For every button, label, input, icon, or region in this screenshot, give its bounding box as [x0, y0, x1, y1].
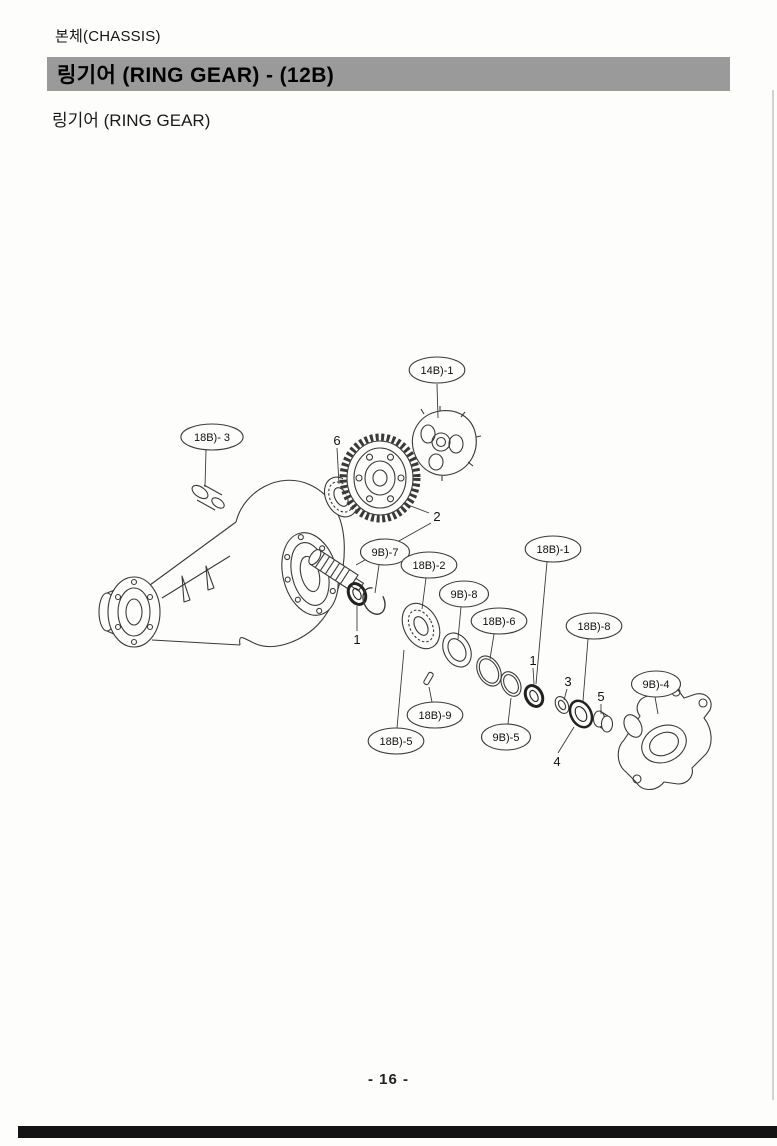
callout-label: 9B)-4 — [643, 679, 670, 691]
callout-layer: 14B)-1 18B)- 3 6 2 9B)-7 18B)-2 9B)-8 18B)-1 18B… — [180, 356, 682, 769]
callout-c18b2: 18B)-2 — [400, 551, 458, 610]
spacer-5 — [592, 710, 614, 733]
callout-label: 18B)-1 — [536, 544, 569, 556]
callout-circle — [367, 727, 425, 755]
splined-hub-18b2 — [401, 602, 441, 650]
callout-label: 18B)-8 — [577, 621, 610, 633]
callout-c9b4: 9B)-4 — [630, 670, 682, 715]
footer-rule — [18, 1126, 777, 1138]
callout-c6: 6 — [333, 433, 341, 485]
callout-label: 1 — [529, 653, 536, 668]
callout-label: 18B)-2 — [412, 560, 445, 572]
carrier-bracket — [617, 685, 712, 791]
callout-circle — [470, 607, 528, 635]
callout-c18b5: 18B)-5 — [367, 649, 425, 755]
ring-gear — [339, 433, 421, 523]
callout-circle — [400, 551, 458, 579]
callout-circle — [480, 723, 532, 751]
callout-circle — [359, 538, 411, 566]
callout-label: 14B)-1 — [420, 365, 453, 377]
callout-c1b: 1 — [529, 653, 537, 685]
callout-c14b1: 14B)-1 — [408, 356, 466, 419]
callout-label: 6 — [333, 433, 340, 448]
page-title: 링기어 (RING GEAR) - (12B) — [57, 64, 335, 87]
callout-label: 1 — [353, 632, 360, 647]
callout-circle — [180, 423, 244, 451]
callout-label: 18B)- 3 — [194, 432, 230, 444]
page-number: - 16 - — [367, 1071, 409, 1088]
callout-c18b8: 18B)-8 — [565, 612, 623, 702]
callout-c5: 5 — [597, 689, 605, 714]
callout-circle — [565, 612, 623, 640]
callout-c9b5: 9B)-5 — [480, 697, 532, 751]
callout-label: 9B)-8 — [451, 589, 478, 601]
callout-c18b1: 18B)-1 — [524, 535, 582, 685]
callout-label: 9B)-5 — [493, 732, 520, 744]
callout-c1a: 1 — [353, 606, 361, 647]
bearing-18b8 — [568, 699, 594, 729]
callout-circle — [406, 701, 464, 729]
title-bar: 링기어 (RING GEAR) - (12B) — [47, 57, 730, 91]
scan-edge — [772, 90, 774, 1100]
differential-case — [412, 406, 482, 481]
callout-c4: 4 — [553, 726, 575, 769]
bearing-cone-1-right — [523, 684, 545, 708]
callout-label: 18B)-5 — [379, 736, 412, 748]
section-breadcrumb: 본체(CHASSIS) — [55, 28, 161, 45]
callout-c9b8: 9B)-8 — [438, 580, 490, 640]
washer-3 — [554, 696, 570, 714]
callout-label: 4 — [553, 754, 560, 769]
callout-label: 5 — [597, 689, 604, 704]
callout-c3: 3 — [563, 674, 572, 701]
callout-c18b3: 18B)- 3 — [180, 423, 244, 488]
pinion-shaft — [308, 549, 365, 592]
callout-label: 18B)-9 — [418, 710, 451, 722]
callout-label: 18B)-6 — [482, 616, 515, 628]
snap-ring-9b7 — [362, 587, 386, 615]
callout-label: 9B)-7 — [372, 547, 399, 559]
callout-circle — [438, 580, 490, 608]
page-subtitle: 링기어 (RING GEAR) — [52, 111, 211, 130]
callout-c18b9: 18B)-9 — [406, 686, 464, 729]
callout-label: 2 — [433, 509, 440, 524]
callout-label: 3 — [564, 674, 571, 689]
callout-circle — [630, 670, 682, 698]
pin-18b9 — [423, 671, 434, 686]
callout-circle — [524, 535, 582, 563]
washer-9b8 — [442, 632, 472, 668]
ring-9b5 — [500, 671, 522, 697]
callout-circle — [408, 356, 466, 384]
callout-c18b6: 18B)-6 — [470, 607, 528, 660]
callout-c9b7: 9B)-7 — [359, 538, 411, 594]
ring-18b6 — [476, 655, 502, 687]
bearing-cone-1-left — [346, 582, 368, 606]
